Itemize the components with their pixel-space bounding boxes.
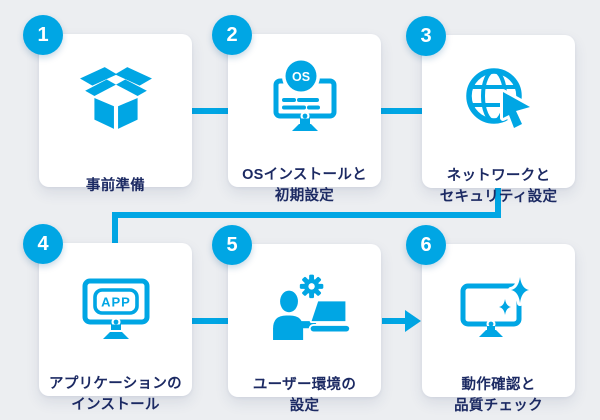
- step-card-2: 2 OS OSインストールと 初期設定: [212, 15, 381, 204]
- user-setup-icon: [272, 274, 351, 340]
- step-number-badge: 6: [406, 225, 446, 265]
- step-label: 動作確認と 品質チェック: [454, 377, 543, 414]
- connector-3-4-horizontal: [112, 212, 501, 218]
- step-label: アプリケーションの インストール: [49, 376, 182, 413]
- connector-5-6: [382, 318, 406, 324]
- step-card-6: 6 動作確認と 品質チェック: [406, 225, 575, 414]
- step-card-5: 5 ユー: [212, 225, 381, 414]
- gear-icon: [299, 274, 323, 299]
- globe-cursor-icon: [465, 68, 533, 131]
- connector-4-5: [192, 318, 228, 324]
- connector-3-4-vertical-left: [112, 212, 118, 244]
- sparkle-small-icon: [496, 296, 513, 318]
- step-card-1: 1 事前準備: [23, 15, 192, 194]
- os-monitor-icon: OS: [273, 60, 336, 131]
- app-monitor-icon: APP: [82, 278, 149, 339]
- connector-1-2: [192, 108, 228, 114]
- sparkle-icon: [507, 274, 532, 306]
- step-label: OSインストールと 初期設定: [242, 167, 367, 204]
- quality-check-monitor-icon: [460, 274, 532, 337]
- connector-3-4-vertical-right: [495, 187, 501, 218]
- step-number-badge: 2: [212, 15, 252, 55]
- step-number-badge: 1: [23, 15, 63, 55]
- step-card-4: 4 APP アプリケーションの インストール: [23, 224, 192, 413]
- step-number-badge: 5: [212, 225, 252, 265]
- os-badge-label: OS: [291, 70, 309, 84]
- step-number-badge: 3: [406, 16, 446, 56]
- arrow-head-icon: [405, 310, 421, 332]
- step-label: ネットワークと セキュリティ設定: [439, 168, 558, 205]
- app-box-label: APP: [101, 295, 131, 310]
- step-number-badge: 4: [23, 224, 63, 264]
- step-label: 事前準備: [85, 177, 146, 194]
- step-label: ユーザー環境の 設定: [252, 377, 357, 414]
- step-card-3: 3 ネットワークと セキュリティ設定: [406, 16, 575, 205]
- open-box-icon: [79, 67, 152, 129]
- connector-2-3: [381, 108, 422, 114]
